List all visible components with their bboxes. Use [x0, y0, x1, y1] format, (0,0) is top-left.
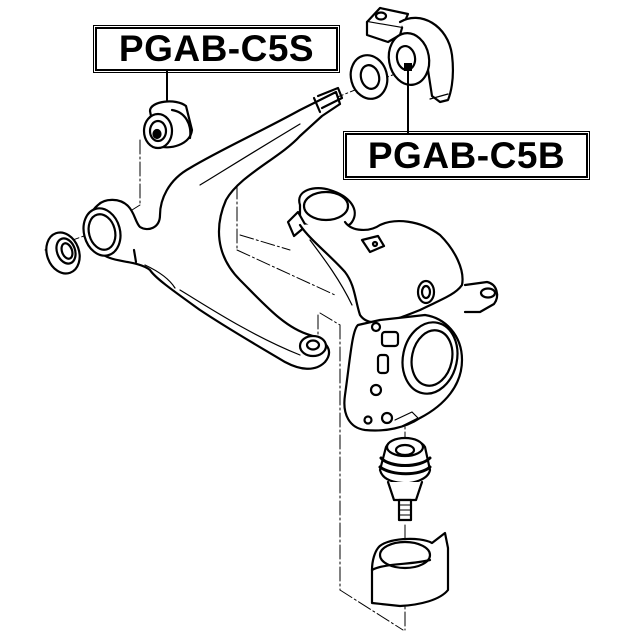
assembly-axis-lines	[44, 69, 406, 631]
rear-bushing-with-bracket	[349, 6, 455, 104]
part-label-pgab-c5b: PGAB-C5B	[343, 131, 590, 180]
seal-washer	[45, 231, 81, 275]
ball-joint	[378, 436, 432, 522]
lower-control-arm	[82, 86, 344, 370]
label-leader-lines	[166, 63, 412, 134]
steering-knuckle	[286, 187, 499, 432]
control-arm-bushing-small	[142, 100, 194, 150]
part-label-pgab-c5s: PGAB-C5S	[93, 25, 340, 73]
part-number-text: PGAB-C5B	[367, 134, 566, 176]
ball-joint-boot-shield	[370, 531, 450, 608]
part-number-text: PGAB-C5S	[118, 28, 315, 69]
